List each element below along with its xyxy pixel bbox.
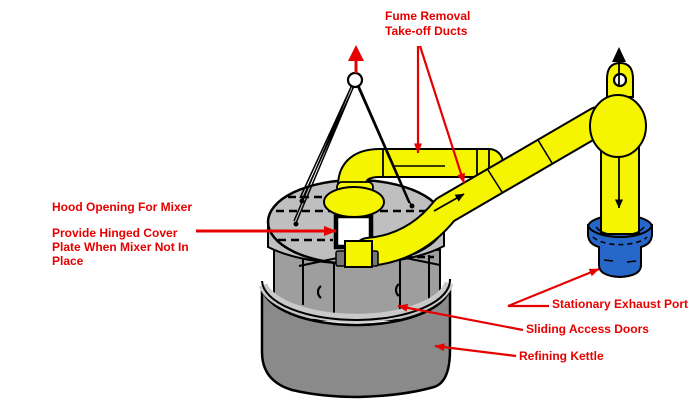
door-handle-left [316,285,322,299]
hoist-ring [346,71,364,89]
label-hinged-cover-note: Provide Hinged Cover Plate When Mixer No… [52,226,189,268]
label-refining-kettle: Refining Kettle [519,349,604,363]
label-line: Take-off Ducts [385,24,468,38]
label-line: Fume Removal [385,9,471,23]
fume-ducts-group [323,61,653,268]
cable-anchor [409,203,415,209]
annotation-arrows-group [196,45,600,358]
exhaust-port-pointer [507,267,600,308]
hoist-group [293,71,415,227]
port-rim-marks [595,226,645,235]
port-flange-rim [592,236,648,246]
kettle-lower-cylinder [260,283,452,399]
refining-kettle-group [258,249,454,399]
refining-kettle-pointer [434,343,517,358]
hood-duct-stub [344,240,373,268]
door-panel-lines [302,252,430,318]
port-body-dashes [603,259,637,263]
hoist-lift-arrowhead [348,45,364,61]
label-line: Plate When Mixer Not In [52,240,189,254]
kettle-rim-band [258,281,454,323]
access-doors-pointer [397,303,524,332]
flow-arrows-group [433,47,626,212]
exhaust-port-group [587,223,653,279]
lug-hole [612,72,628,88]
diagonal-takeoff-duct [353,106,613,267]
label-hood-opening: Hood Opening For Mixer [52,200,192,214]
hoist-cables [293,84,412,224]
door-handle-right [394,283,400,297]
label-fume-removal-ducts: Fume Removal Take-off Ducts [385,9,470,39]
cable-anchor [293,221,299,227]
duct-diagonal-flow-arrow [433,193,465,212]
label-sliding-access-doors: Sliding Access Doors [526,322,649,336]
label-stationary-exhaust-port: Stationary Exhaust Port [552,297,689,311]
exhaust-port-body [587,223,653,279]
kettle-rim-edge [261,278,452,322]
lug-up-arrowhead [612,47,626,62]
duct-elbow [589,94,647,158]
label-line: Place [52,254,84,268]
label-line: Provide Hinged Cover [52,226,178,240]
hood-duct-bulb [323,186,385,218]
fume-duct-pointer-2 [418,45,466,184]
cable-anchor [299,198,305,204]
